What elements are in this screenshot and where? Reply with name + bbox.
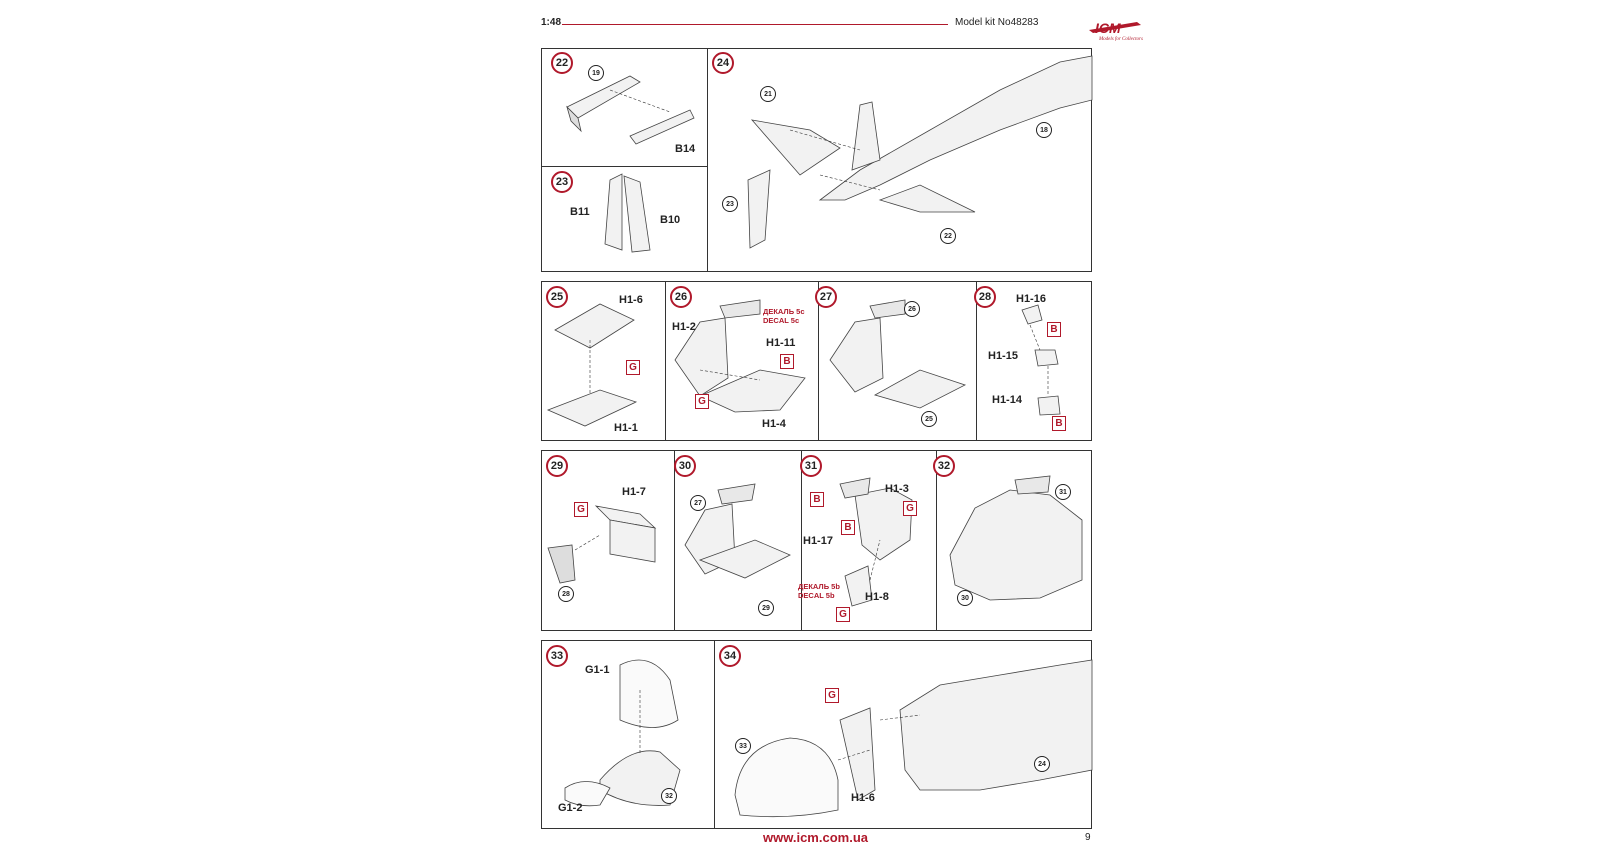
decal-ref-en: DECAL 5b	[798, 591, 835, 600]
part-ref-circle: 28	[558, 586, 574, 602]
part-ref-circle: 23	[722, 196, 738, 212]
footer-url: www.icm.com.ua	[763, 830, 868, 845]
part-label: G1-1	[585, 664, 610, 676]
part-label: H1-1	[614, 422, 638, 434]
decal-ref: ДЕКАЛЬ 5c DECAL 5c	[763, 307, 805, 325]
part-ref-circle: 27	[690, 495, 706, 511]
decal-ref-ru: ДЕКАЛЬ 5b	[798, 582, 840, 591]
part-label: G1-2	[558, 802, 583, 814]
svg-text:ICM: ICM	[1095, 20, 1121, 36]
step-number: 22	[551, 52, 573, 74]
part-label: H1-11	[766, 337, 796, 349]
decal-ref: ДЕКАЛЬ 5b DECAL 5b	[798, 582, 840, 600]
step-number: 28	[974, 286, 996, 308]
part-label: H1-4	[762, 418, 786, 430]
paint-code: G	[695, 394, 709, 409]
part-label: H1-6	[851, 792, 875, 804]
step-number: 31	[800, 455, 822, 477]
part-label: B10	[660, 214, 681, 226]
part-ref-circle: 19	[588, 65, 604, 81]
part-label: H1-15	[988, 350, 1018, 362]
paint-code: B	[1052, 416, 1066, 431]
part-ref-circle: 26	[904, 301, 920, 317]
part-ref-circle: 22	[940, 228, 956, 244]
scale-label: 1:48	[541, 17, 562, 28]
paint-code: B	[1047, 322, 1061, 337]
step-number: 23	[551, 171, 573, 193]
part-ref-circle: 30	[957, 590, 973, 606]
part-label: H1-6	[619, 294, 643, 306]
paint-code: G	[626, 360, 640, 375]
step-number: 32	[933, 455, 955, 477]
icm-logo: ICM Models for Collectors	[1085, 16, 1143, 42]
part-label: H1-16	[1016, 293, 1046, 305]
part-label: H1-8	[865, 591, 889, 603]
step-number: 33	[546, 645, 568, 667]
page-number: 9	[1085, 832, 1091, 843]
svg-text:Models for Collectors: Models for Collectors	[1098, 37, 1143, 42]
part-ref-circle: 32	[661, 788, 677, 804]
part-label: B11	[570, 206, 590, 218]
part-label: H1-3	[885, 483, 909, 495]
kit-number: Model kit No48283	[955, 17, 1039, 28]
part-label: H1-2	[672, 321, 696, 333]
part-ref-circle: 33	[735, 738, 751, 754]
part-ref-circle: 29	[758, 600, 774, 616]
part-ref-circle: 31	[1055, 484, 1071, 500]
step-number: 30	[674, 455, 696, 477]
step-number: 24	[712, 52, 734, 74]
part-ref-circle: 24	[1034, 756, 1050, 772]
decal-ref-ru: ДЕКАЛЬ 5c	[763, 307, 805, 316]
paint-code: G	[836, 607, 850, 622]
paint-code: B	[841, 520, 855, 535]
paint-code: G	[825, 688, 839, 703]
step-number: 34	[719, 645, 741, 667]
paint-code: G	[574, 502, 588, 517]
step-number: 29	[546, 455, 568, 477]
part-ref-circle: 21	[760, 86, 776, 102]
paint-code: B	[810, 492, 824, 507]
part-ref-circle: 25	[921, 411, 937, 427]
step-number: 27	[815, 286, 837, 308]
paint-code: G	[903, 501, 917, 516]
paint-code: B	[780, 354, 794, 369]
step-number: 25	[546, 286, 568, 308]
part-label: H1-17	[803, 535, 833, 547]
part-label: H1-14	[992, 394, 1022, 406]
decal-ref-en: DECAL 5c	[763, 316, 800, 325]
part-label: H1-7	[622, 486, 646, 498]
step-number: 26	[670, 286, 692, 308]
header-rule	[562, 24, 948, 25]
part-label: B14	[675, 143, 696, 155]
part-ref-circle: 18	[1036, 122, 1052, 138]
